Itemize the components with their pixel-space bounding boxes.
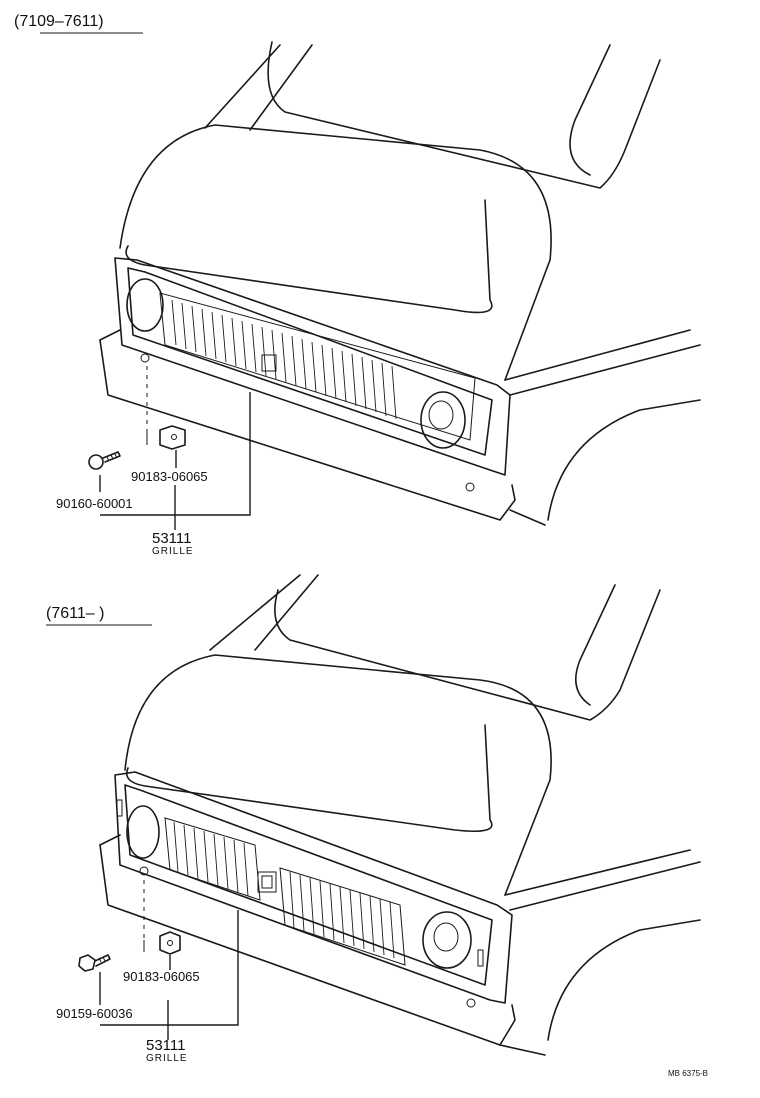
screw-part-number-2: 90159-60036 bbox=[56, 1006, 133, 1021]
clip-icon-2 bbox=[159, 931, 181, 955]
section-1: (7109–7611) bbox=[14, 13, 701, 557]
section-2-period-header: (7611– ) bbox=[46, 605, 104, 622]
section-2: (7611– ) bbox=[46, 574, 701, 1064]
grille-emblem-1 bbox=[261, 354, 277, 372]
vehicle-front-body-2 bbox=[99, 574, 701, 1056]
screw-part-number-1: 90160-60001 bbox=[56, 496, 133, 511]
grille-part-name-1: GRILLE bbox=[152, 546, 194, 557]
grille-emblem-2 bbox=[257, 871, 277, 893]
grille-part-number-2: 53111 bbox=[146, 1037, 186, 1054]
clip-icon-1 bbox=[159, 425, 186, 450]
clip-part-number-2: 90183-06065 bbox=[123, 969, 200, 984]
clip-part-number-1: 90183-06065 bbox=[131, 469, 208, 484]
vehicle-front-body-1 bbox=[99, 41, 701, 526]
diagram-reference-code: MB 6375-B bbox=[668, 1069, 708, 1078]
grille-part-name-2: GRILLE bbox=[146, 1053, 188, 1064]
grille-slats-2 bbox=[173, 821, 395, 959]
screw-icon-2 bbox=[78, 954, 111, 972]
grille-part-number-1: 53111 bbox=[152, 530, 192, 547]
screw-icon-1 bbox=[88, 451, 121, 470]
section-1-period-header: (7109–7611) bbox=[14, 13, 104, 30]
